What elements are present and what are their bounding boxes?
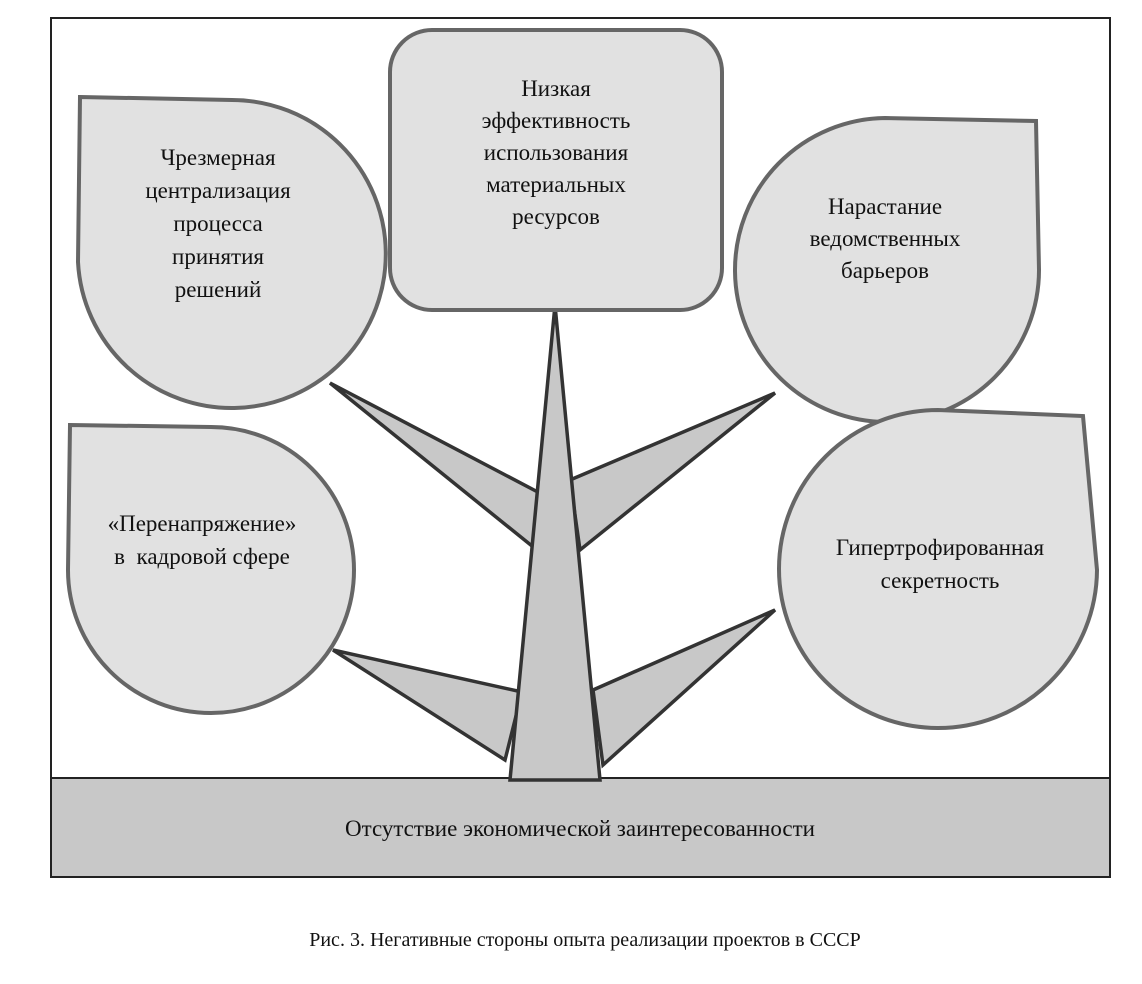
node-top-right	[733, 115, 1042, 424]
node-bottom-right-label: Гипертрофированная секретность	[836, 535, 1045, 593]
node-top-right-label: Нарастание ведомственных барьеров	[810, 194, 961, 283]
node-top-left-label: Чрезмерная централизация процесса принят…	[145, 145, 291, 302]
label-line: Низкая	[521, 76, 591, 101]
root-label: Отсутствие экономической заинтересованно…	[345, 816, 815, 841]
label-line: ресурсов	[512, 204, 600, 229]
root-base	[50, 777, 1111, 878]
node-top-center	[388, 28, 724, 312]
node-bottom-left-label: «Перенапряжение» в кадровой сфере	[108, 511, 297, 569]
branch-bottom-right	[591, 608, 777, 769]
node-top-left	[75, 94, 388, 410]
label-line: процесса	[173, 211, 262, 236]
label-line: «Перенапряжение»	[108, 511, 297, 536]
node-bottom-right	[777, 407, 1100, 730]
label-line: барьеров	[841, 258, 929, 283]
label-line: ведомственных	[810, 226, 961, 251]
label-line: Гипертрофированная	[836, 535, 1045, 560]
figure-caption: Рис. 3. Негативные стороны опыта реализа…	[309, 929, 861, 951]
label-line: принятия	[172, 244, 264, 269]
trunk	[508, 304, 602, 782]
label-line: использования	[484, 140, 629, 165]
label-line: секретность	[881, 568, 1000, 593]
label-line: централизация	[145, 178, 291, 203]
label-line: эффективность	[482, 108, 631, 133]
label-line: материальных	[486, 172, 626, 197]
node-top-center-label: Низкая эффективность использования матер…	[482, 76, 631, 229]
label-line: Чрезмерная	[160, 145, 275, 170]
label-line: в кадровой сфере	[114, 544, 290, 569]
label-line: Нарастание	[828, 194, 942, 219]
node-bottom-left	[65, 422, 356, 715]
label-line: решений	[175, 277, 262, 302]
